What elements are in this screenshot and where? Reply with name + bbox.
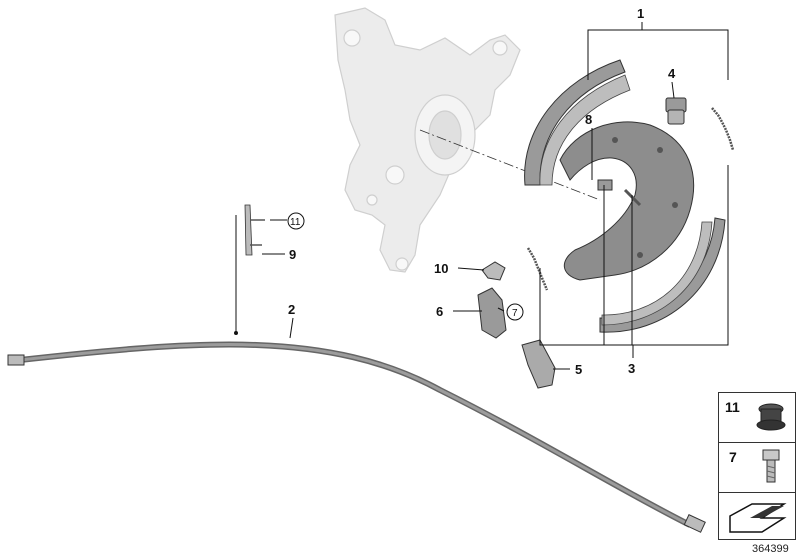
callout-7-circled: 7 [512,308,518,319]
direction-arrow-icon [729,503,787,533]
callout-11-circled: 11 [290,217,301,228]
bracket-part [521,339,556,389]
callout-1: 1 [637,6,644,21]
brake-shoe-lower [599,217,726,333]
callout-5: 5 [575,362,582,377]
legend-item-grommet: 11 [718,392,796,444]
return-spring-left [526,247,549,291]
bolt-icon [762,449,780,483]
legend-number-7: 7 [729,449,737,465]
grommet-icon [756,403,786,431]
callout-4: 4 [668,66,676,81]
reference-number: 364399 [752,543,789,555]
legend-number-11: 11 [725,399,740,415]
leader-lines [262,22,729,370]
callout-9: 9 [289,247,296,262]
legend-item-bolt: 7 [718,442,796,494]
parking-brake-cable [7,341,706,533]
clip-part [481,261,506,281]
callout-2: 2 [288,302,295,317]
callout-3: 3 [628,361,635,376]
callout-8: 8 [585,112,592,127]
adjuster-part [665,97,687,125]
legend-item-direction [718,492,796,540]
return-spring-upper [711,107,735,151]
centerline [419,129,601,201]
expander-lever [477,287,507,339]
backing-plate [559,121,695,281]
brake-shoe-upper [524,59,631,186]
cable-clip [244,204,265,256]
steering-knuckle [334,7,521,273]
callout-10: 10 [434,261,448,276]
callout-6: 6 [436,304,443,319]
